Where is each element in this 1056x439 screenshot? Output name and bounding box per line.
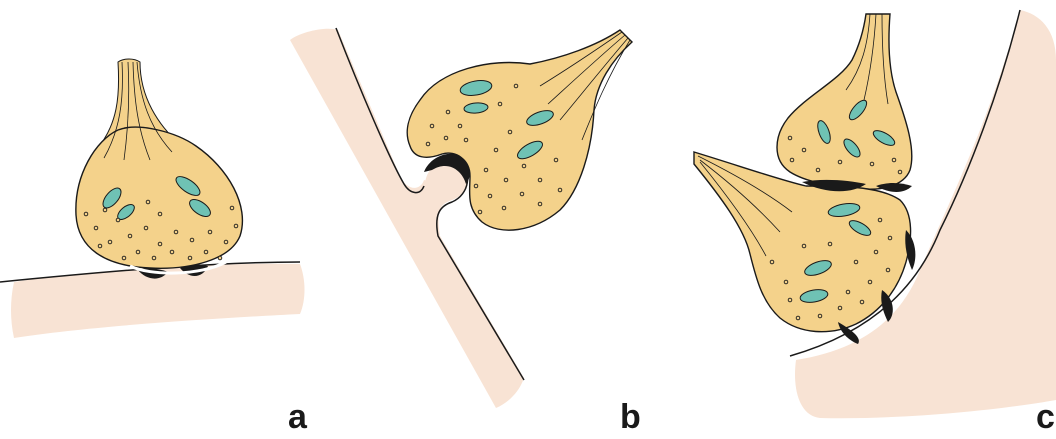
panel-label-c: c: [1036, 400, 1055, 434]
panel-label-a: a: [288, 400, 307, 434]
panel-b: [290, 28, 632, 408]
synaptic-density-c3: [905, 230, 915, 270]
panel-c: [694, 10, 1056, 418]
synaptic-density-c2: [876, 183, 912, 192]
presynaptic-bouton-c-upper: [777, 14, 912, 189]
panel-a: [0, 59, 305, 338]
panel-label-b: b: [620, 400, 641, 434]
